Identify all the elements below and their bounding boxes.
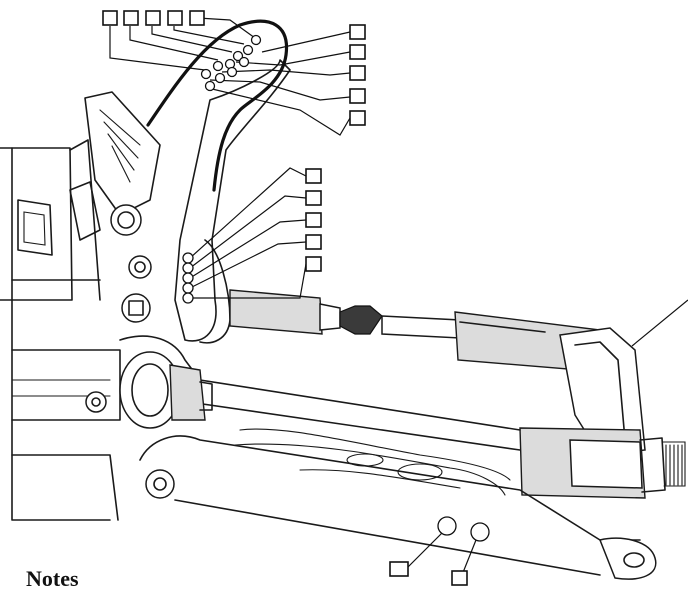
pivot-bolts [85, 204, 175, 499]
wire-loop [146, 19, 289, 192]
leader-lines [109, 17, 688, 576]
callout-boxes-right-upper [349, 24, 366, 126]
callout-box [389, 561, 409, 577]
callout-box [305, 212, 322, 228]
callout-box [305, 190, 322, 206]
lower-pivot-circles [437, 516, 490, 542]
callout-box [305, 234, 322, 250]
callout-box [349, 88, 366, 104]
callout-boxes-right-middle [305, 168, 322, 272]
callout-boxes-top [102, 10, 205, 26]
engine-housing [0, 139, 121, 521]
callout-box [189, 10, 205, 26]
throttle-rod [229, 289, 605, 373]
callout-box [349, 44, 366, 60]
notes-heading: Notes [26, 566, 79, 591]
elbow-bracket [519, 327, 686, 499]
callout-box [145, 10, 161, 26]
upper-pivot-circles [200, 34, 262, 92]
middle-pivot-circles [182, 252, 194, 304]
callout-box [451, 570, 468, 586]
callout-boxes-bottom [389, 561, 468, 586]
callout-box [167, 10, 183, 26]
actuator-cylinder [119, 351, 213, 429]
callout-box [305, 256, 322, 272]
callout-box [123, 10, 139, 26]
callout-box [349, 65, 366, 81]
callout-box [349, 24, 366, 40]
frame-rail [119, 335, 657, 580]
callout-box [349, 110, 366, 126]
callout-box [102, 10, 118, 26]
callout-box [305, 168, 322, 184]
upper-bracket [69, 91, 161, 241]
